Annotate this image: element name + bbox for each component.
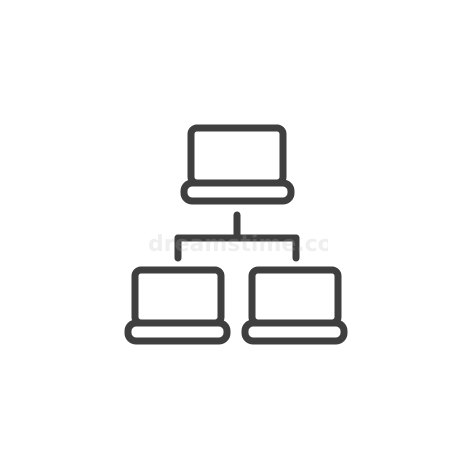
laptop-left-icon — [124, 266, 231, 345]
laptop-right-icon — [241, 266, 348, 345]
laptop-top-icon — [180, 124, 295, 205]
network-connector-icon — [174, 211, 300, 262]
